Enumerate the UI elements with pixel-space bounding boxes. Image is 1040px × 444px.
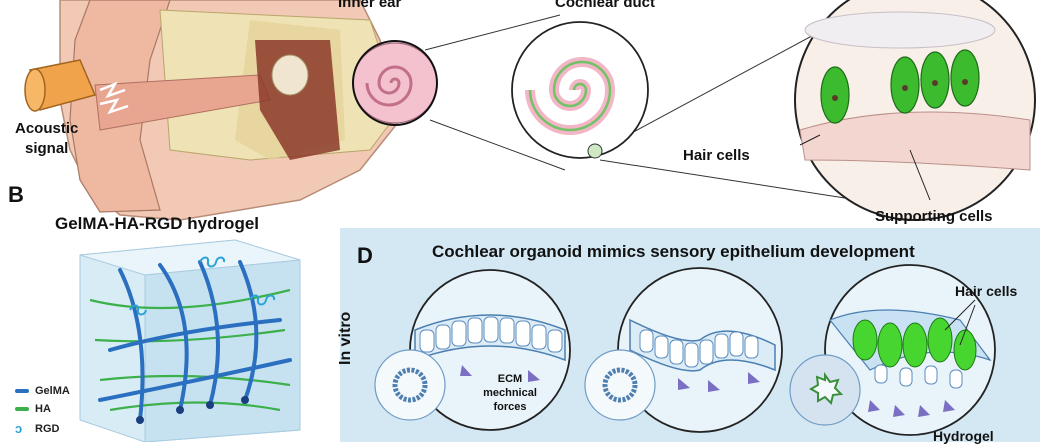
legend-gelma: GelMA bbox=[15, 385, 70, 397]
gelma-swatch bbox=[15, 389, 29, 393]
ha-swatch bbox=[15, 407, 29, 411]
panel-letter-b: B bbox=[8, 182, 24, 207]
legend-rgd: ↄ RGD bbox=[15, 421, 59, 436]
label-mechnical: mechnical bbox=[483, 387, 537, 399]
label-signal: signal bbox=[25, 140, 69, 157]
label-hydrogel: Hydrogel bbox=[933, 428, 994, 444]
hair-cell-magnified bbox=[794, 0, 1036, 221]
legend-ha: HA bbox=[15, 403, 51, 415]
panel-letter-d: D bbox=[357, 243, 373, 268]
ear-illustration bbox=[24, 0, 438, 221]
legend-ha-label: HA bbox=[35, 403, 51, 415]
label-forces: forces bbox=[493, 401, 527, 413]
label-supporting-cells: Supporting cells bbox=[875, 208, 993, 225]
label-hair-cells-d: Hair cells bbox=[955, 283, 1018, 299]
hydrogel-cube bbox=[79, 239, 301, 442]
organoid-stage-1 bbox=[374, 269, 571, 431]
cochlear-duct-illustration bbox=[511, 21, 649, 159]
acoustic-horn-icon bbox=[24, 59, 97, 112]
label-hair-cells-a: Hair cells bbox=[683, 147, 750, 164]
label-ecm: ECM bbox=[497, 373, 523, 385]
organoid-title: Cochlear organoid mimics sensory epithel… bbox=[432, 242, 915, 261]
organoid-stage-2 bbox=[584, 267, 783, 433]
organoid-stage-3 bbox=[789, 264, 996, 436]
label-acoustic: Acoustic bbox=[15, 120, 79, 137]
hydrogel-title: GelMA-HA-RGD hydrogel bbox=[55, 214, 259, 233]
label-cochlear-duct: Cochlear duct bbox=[555, 0, 656, 11]
legend-rgd-label: RGD bbox=[35, 422, 60, 435]
label-inner-ear: Inner ear bbox=[338, 0, 402, 11]
rgd-swatch-icon: ↄ bbox=[15, 421, 23, 436]
legend-gelma-label: GelMA bbox=[35, 385, 70, 397]
label-in-vitro: In vitro bbox=[337, 311, 354, 365]
